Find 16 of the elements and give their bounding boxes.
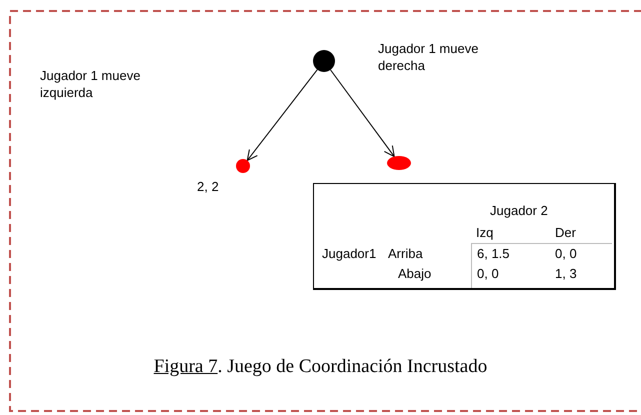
player-label: Jugador1 [322,245,376,262]
figure-caption: Figura 7. Juego de Coordinación Incrustado [154,356,488,377]
payoff-value: 6, 1.5 [477,245,510,262]
player-label: Jugador 2 [490,202,548,219]
payoff-label: 2, 2 [197,178,219,195]
row-header: Abajo [398,265,432,282]
arrow [246,69,318,161]
move-label: Jugador 1 mueve izquierda [40,67,142,101]
payoff-value: 0, 0 [555,245,577,262]
column-header: Der [555,224,576,241]
payoff-value: 1, 3 [555,265,577,282]
column-header: Izq [476,224,494,241]
payoff-value: 0, 0 [477,265,499,282]
row-header: Arriba [388,245,423,262]
move-label: Jugador 1 mueve derecha [378,40,480,74]
arrow [330,69,395,158]
